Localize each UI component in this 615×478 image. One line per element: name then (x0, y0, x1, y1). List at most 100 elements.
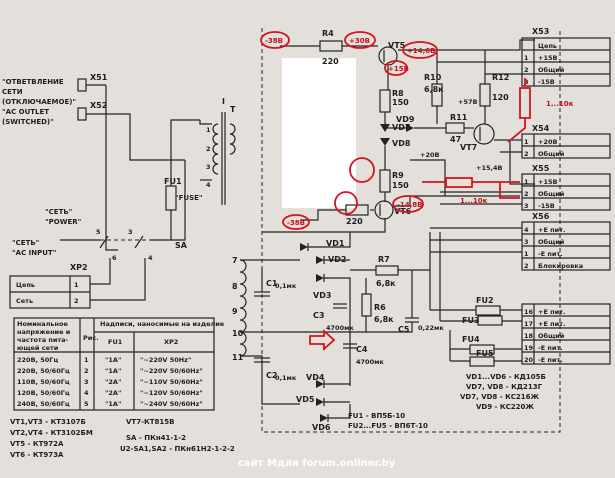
svg-text:C4: C4 (356, 345, 368, 354)
annotation-circle-r3 (334, 191, 358, 215)
svg-text:R7: R7 (378, 255, 390, 264)
svg-text:2: 2 (84, 367, 89, 375)
annotation-voltage-38v-top: -38В (260, 31, 290, 49)
resistor-r6: R6 6,8к (361, 293, 394, 324)
svg-text:4: 4 (84, 389, 89, 397)
svg-text:1: 1 (524, 54, 529, 62)
svg-text:I: I (222, 97, 225, 106)
svg-text:"~220V 50/60Hz": "~220V 50/60Hz" (140, 367, 203, 375)
socket-x52: X52 (77, 101, 107, 121)
svg-text:-14,8В: -14,8В (397, 201, 423, 209)
socket-x51: X51 (77, 73, 108, 92)
label-ac-input: "AC INPUT" (12, 249, 56, 257)
svg-text:X51: X51 (90, 73, 108, 82)
svg-text:Сеть: Сеть (16, 297, 33, 305)
note-vt1-vt3: VT1,VT3 - КТ3107Б (10, 418, 86, 426)
capacitor-c2: C2 0,1мк (254, 357, 297, 382)
note-vt6: VT6 - КТ973А (10, 451, 64, 459)
svg-text:220В, 50/60Гц: 220В, 50/60Гц (17, 367, 70, 375)
svg-text:20: 20 (524, 356, 534, 364)
svg-text:"2A": "2A" (105, 378, 121, 386)
svg-text:Номинальное: Номинальное (17, 320, 68, 328)
connector-bottom: 16 17 18 19 20 +Е пит. +Е пит. Общий -Е … (521, 303, 611, 365)
svg-text:-Е пит.: -Е пит. (538, 356, 563, 364)
svg-text:1: 1 (84, 356, 89, 364)
connector-x54: X54 1 2 +20В Общий (521, 124, 611, 159)
svg-text:FU1: FU1 (108, 338, 123, 346)
svg-text:240В, 50/60Гц: 240В, 50/60Гц (17, 400, 70, 408)
svg-text:"~220V 50Hz": "~220V 50Hz" (140, 356, 191, 364)
svg-text:2: 2 (524, 262, 529, 270)
board-outline (261, 28, 561, 433)
svg-text:1...10к: 1...10к (460, 197, 488, 205)
label-outlet-en2: (SWITCHED)" (2, 118, 54, 126)
svg-text:16: 16 (524, 308, 534, 316)
svg-text:Цепь: Цепь (16, 281, 35, 289)
svg-text:Рис.: Рис. (83, 334, 99, 342)
svg-text:Блокировка: Блокировка (538, 262, 583, 270)
svg-text:4: 4 (524, 226, 529, 234)
svg-text:R11: R11 (450, 113, 468, 122)
svg-text:4700мк: 4700мк (326, 324, 354, 332)
svg-text:частота пита-: частота пита- (17, 336, 69, 344)
svg-text:VD6: VD6 (312, 423, 331, 432)
capacitor-c3: C3 4700мк (313, 303, 354, 332)
svg-text:Общий: Общий (538, 190, 565, 198)
svg-text:3: 3 (524, 78, 529, 86)
svg-text:1: 1 (524, 178, 529, 186)
svg-text:VT7: VT7 (460, 143, 477, 152)
svg-text:Общий: Общий (538, 332, 565, 340)
annotation-voltage-38v-bottom: -38В (282, 214, 310, 230)
svg-text:6,8к: 6,8к (376, 279, 396, 288)
svg-text:+14,6В: +14,6В (407, 47, 435, 55)
svg-text:+15В: +15В (388, 65, 409, 73)
label-outlet-ru1: "ОТВЕТВЛЕНИЕ (2, 78, 64, 86)
svg-text:0,1мк: 0,1мк (275, 282, 297, 290)
svg-text:+30В: +30В (349, 37, 370, 45)
bus-left-b (106, 113, 185, 161)
svg-text:6,8к: 6,8к (374, 315, 394, 324)
capacitor-c4: C4 4700мк (343, 343, 384, 366)
svg-text:150: 150 (392, 98, 409, 107)
resistor-r7: R7 6,8к (375, 255, 399, 288)
diode-vd1: VD1 (300, 239, 345, 251)
svg-text:R4: R4 (322, 29, 334, 38)
winding-pin-10: 10 (232, 329, 244, 338)
svg-text:110В, 50/60Гц: 110В, 50/60Гц (17, 378, 70, 386)
legend-fu2-fu5: FU2...FU5 - ВП6Т-10 (348, 422, 428, 430)
svg-text:5: 5 (96, 228, 101, 236)
fuse-fu2: FU2 (475, 296, 501, 316)
annotation-added-resistor-mid: 1...10к (422, 177, 520, 205)
annotation-circle-r9 (349, 157, 375, 183)
svg-text:6,8к: 6,8к (424, 85, 444, 94)
svg-text:17: 17 (524, 320, 533, 328)
svg-text:VD5: VD5 (296, 395, 315, 404)
svg-text:VD9: VD9 (396, 115, 415, 124)
annotation-arrow-c3 (309, 328, 336, 352)
svg-text:"1A": "1A" (105, 356, 121, 364)
svg-text:X54: X54 (532, 124, 550, 133)
note-vt2-vt4: VT2,VT4 - КТ3102БМ (10, 429, 93, 437)
connector-x56: X56 4 3 1 2 +Е пит. Общий -Е пит. Блокир… (521, 212, 611, 271)
svg-text:3: 3 (128, 228, 133, 236)
svg-text:Цепь: Цепь (538, 42, 557, 50)
winding-pin-8: 8 (232, 282, 238, 291)
svg-text:+Е пит.: +Е пит. (538, 308, 565, 316)
svg-text:Общий: Общий (538, 150, 565, 158)
label-outlet-ru3: (ОТКЛЮЧАЕМОЕ)" (2, 98, 76, 106)
svg-text:Надписи, наносимые на изделие: Надписи, наносимые на изделие (100, 320, 225, 328)
label-outlet-en1: "AC OUTLET (2, 108, 49, 116)
svg-text:VD8: VD8 (392, 139, 411, 148)
svg-text:-Е пит.: -Е пит. (538, 344, 563, 352)
note-sa: SA - ПКн41-1-2 (126, 434, 186, 442)
svg-text:47: 47 (450, 135, 461, 144)
svg-text:C3: C3 (313, 311, 324, 320)
svg-text:C5: C5 (398, 325, 410, 334)
svg-text:R9: R9 (392, 171, 404, 180)
transistor-vt7: VT7 (460, 123, 495, 152)
svg-text:X56: X56 (532, 212, 550, 221)
svg-text:R8: R8 (392, 89, 404, 98)
svg-text:"1A": "1A" (105, 367, 121, 375)
